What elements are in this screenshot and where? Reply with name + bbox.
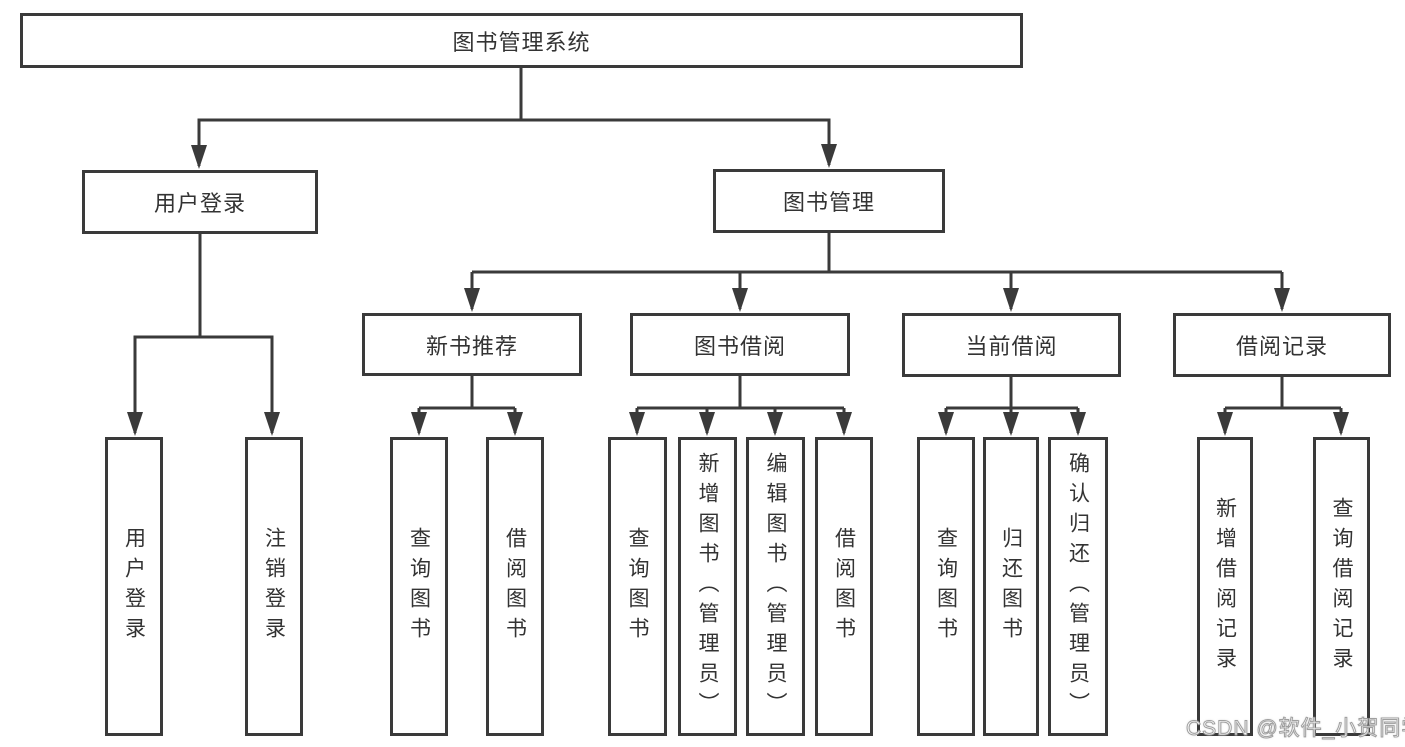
- node-borrow-records: 借阅记录: [1173, 313, 1391, 377]
- node-label: 新增借阅记录: [1213, 496, 1237, 677]
- node-label: 注销登录: [262, 526, 286, 647]
- leaf-query-book-recommend: 查询图书: [390, 437, 448, 736]
- node-label: 借阅图书: [832, 526, 856, 647]
- leaf-edit-book-admin: 编辑图书（管理员）: [746, 437, 805, 736]
- node-label: 确认归还（管理员）: [1066, 451, 1090, 722]
- leaf-add-borrow-record: 新增借阅记录: [1197, 437, 1253, 736]
- node-label: 归还图书: [999, 526, 1023, 647]
- leaf-query-book-borrow: 查询图书: [608, 437, 667, 736]
- leaf-borrow-book-recommend: 借阅图书: [486, 437, 544, 736]
- leaf-return-book: 归还图书: [983, 437, 1039, 736]
- node-label: 查询借阅记录: [1330, 496, 1353, 677]
- leaf-confirm-return-admin: 确认归还（管理员）: [1048, 437, 1108, 736]
- tree-edges: [127, 68, 1349, 436]
- node-label: 当前借阅: [965, 334, 1058, 359]
- node-system-root: 图书管理系统: [20, 13, 1023, 68]
- node-label: 用户登录: [122, 526, 146, 647]
- leaf-borrow-book-borrow: 借阅图书: [815, 437, 873, 736]
- node-label: 查询图书: [934, 526, 958, 647]
- node-new-book-recommend: 新书推荐: [362, 313, 582, 376]
- leaf-query-book-current: 查询图书: [917, 437, 975, 736]
- leaf-query-borrow-record: 查询借阅记录: [1313, 437, 1370, 736]
- leaf-logout: 注销登录: [245, 437, 303, 736]
- node-label: 查询图书: [407, 526, 431, 647]
- node-label: 查询图书: [626, 526, 649, 647]
- csdn-watermark: CSDN @软件_小贺同学: [1185, 717, 1405, 741]
- node-book-management: 图书管理: [713, 169, 945, 233]
- node-label: 用户登录: [153, 191, 246, 216]
- node-current-borrow: 当前借阅: [902, 313, 1121, 377]
- leaf-user-login: 用户登录: [105, 437, 163, 736]
- node-label: 图书管理系统: [452, 29, 591, 55]
- node-label: 新增图书（管理员）: [696, 451, 719, 722]
- leaf-add-book-admin: 新增图书（管理员）: [678, 437, 737, 736]
- node-label: 借阅图书: [503, 526, 527, 647]
- node-user-login: 用户登录: [82, 170, 318, 234]
- node-book-borrow: 图书借阅: [630, 313, 850, 376]
- node-label: 编辑图书（管理员）: [764, 451, 787, 722]
- node-label: 图书借阅: [693, 333, 786, 359]
- node-label: 新书推荐: [425, 333, 518, 359]
- node-label: 图书管理: [782, 190, 875, 215]
- node-label: 借阅记录: [1235, 334, 1328, 359]
